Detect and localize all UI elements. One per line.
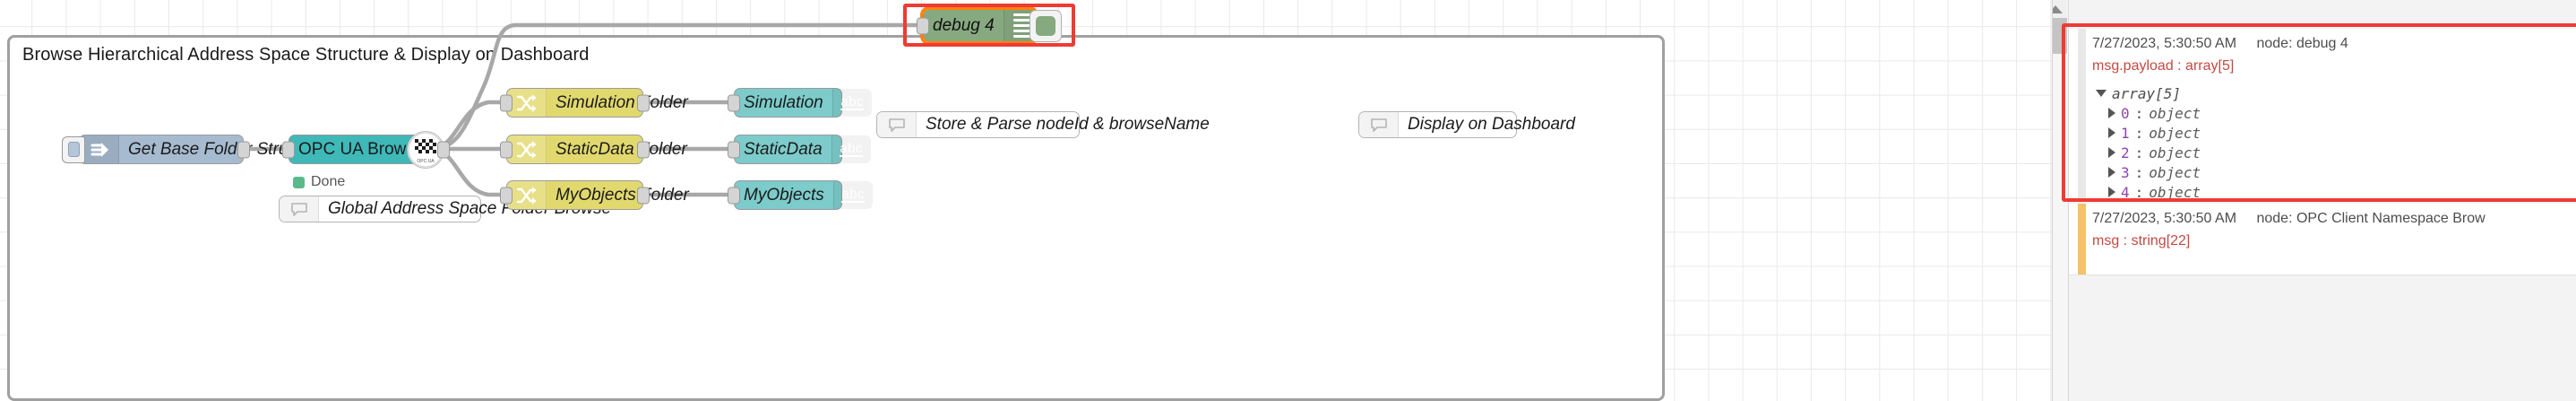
node-change-simulation-input-port[interactable]	[728, 94, 740, 111]
node-debug-4[interactable]: debug 4	[917, 6, 1062, 45]
node-debug-4-label: debug 4	[933, 15, 995, 35]
status-indicator-dot	[293, 176, 305, 188]
debug-message-timestamp: 7/27/2023, 5:30:50 AM	[2092, 36, 2237, 51]
debug-sidebar[interactable]: 7/27/2023, 5:30:50 AM node: debug 4 msg.…	[2052, 0, 2576, 401]
node-inject-output-port[interactable]	[237, 141, 250, 158]
tree-item-row[interactable]: 4: object	[2092, 182, 2568, 202]
node-switch-staticdata-output-port[interactable]	[637, 141, 650, 158]
tree-item-type: object	[2149, 124, 2201, 142]
tree-item-type: object	[2149, 104, 2201, 122]
node-opcua-status: Done	[293, 174, 345, 190]
node-change-staticdata-input-port[interactable]	[728, 141, 740, 158]
debug-message[interactable]: 7/27/2023, 5:30:50 AM node: OPC Client N…	[2069, 204, 2576, 275]
caret-down-icon[interactable]	[2096, 90, 2106, 97]
caret-right-icon[interactable]	[2108, 147, 2115, 158]
node-switch-myobjects-output-port[interactable]	[637, 187, 650, 204]
comment-store-parse-nodeid[interactable]: Store & Parse nodeId & browseName	[876, 111, 1210, 138]
tree-item-row[interactable]: 3: object	[2092, 162, 2568, 182]
switch-icon	[507, 135, 547, 163]
caret-right-icon[interactable]	[2108, 167, 2115, 178]
debug-message-property: msg : string[22]	[2092, 233, 2191, 248]
debug-message-meta: 7/27/2023, 5:30:50 AM node: OPC Client N…	[2092, 211, 2568, 227]
comment-store-parse-label: Store & Parse nodeId & browseName	[926, 115, 1210, 134]
tree-item-index: 3	[2121, 163, 2130, 181]
comment-bubble-icon	[877, 112, 917, 137]
scrollbar-thumb[interactable]	[2053, 18, 2067, 54]
comment-display-on-dashboard[interactable]: Display on Dashboard	[1358, 111, 1575, 138]
node-opcua-input-port[interactable]	[282, 141, 295, 158]
flow-group-title: Browse Hierarchical Address Space Struct…	[22, 45, 590, 65]
inject-trigger-button[interactable]	[62, 135, 85, 163]
scroll-up-arrow-icon[interactable]	[2053, 0, 2067, 18]
node-switch-myobjects-folder[interactable]: MyObjects Folder	[500, 180, 689, 210]
node-change-myobjects-label: MyObjects	[744, 185, 824, 205]
node-switch-simulation-output-port[interactable]	[637, 94, 650, 111]
switch-icon	[507, 89, 547, 117]
tree-root-label: array[5]	[2112, 84, 2182, 102]
node-change-simulation-label: Simulation	[744, 92, 823, 112]
tree-item-type: object	[2149, 163, 2201, 181]
switch-icon	[507, 181, 547, 209]
node-switch-staticdata-input-port[interactable]	[500, 141, 513, 158]
debug-message[interactable]: 7/27/2023, 5:30:50 AM node: debug 4 msg.…	[2069, 29, 2576, 202]
tree-item-row[interactable]: 1: object	[2092, 123, 2568, 143]
tree-root-row[interactable]: array[5]	[2092, 83, 2568, 103]
node-change-staticdata[interactable]: StaticData abc	[728, 135, 871, 164]
node-switch-simulation-label: Simulation Folder	[556, 92, 688, 112]
node-opcua-output-port[interactable]	[437, 141, 450, 158]
node-switch-myobjects-input-port[interactable]	[500, 187, 513, 204]
node-change-myobjects[interactable]: MyObjects abc	[728, 180, 873, 210]
inject-arrow-icon	[80, 135, 119, 163]
comment-bubble-icon	[280, 196, 319, 222]
comment-global-address-space-folder-browse[interactable]: Global Address Space Folder Browse	[279, 196, 611, 222]
node-debug-4-input-port[interactable]	[917, 17, 929, 34]
node-inject-get-base-folder-structure[interactable]: Get Base Folder Structure ¹	[62, 135, 336, 164]
tree-item-index: 0	[2121, 104, 2130, 122]
caret-right-icon[interactable]	[2108, 127, 2115, 138]
sidebar-scrollbar[interactable]	[2053, 0, 2069, 401]
node-switch-simulation-input-port[interactable]	[500, 94, 513, 111]
node-opcua-label: OPC UA Browser	[298, 139, 430, 159]
abc-icon: abc	[831, 135, 871, 163]
tree-item-type: object	[2149, 144, 2201, 161]
debug-message-timestamp: 7/27/2023, 5:30:50 AM	[2092, 211, 2237, 226]
node-change-simulation[interactable]: Simulation abc	[728, 88, 872, 118]
tree-item-index: 1	[2121, 124, 2130, 142]
debug-message-node: node: debug 4	[2256, 36, 2348, 51]
caret-right-icon[interactable]	[2108, 187, 2115, 197]
debug-message-node: node: OPC Client Namespace Brow	[2256, 211, 2486, 226]
caret-right-icon[interactable]	[2108, 108, 2115, 118]
node-opc-ua-browser[interactable]: OPC UA Browser OPC UA Done	[282, 130, 450, 189]
comment-bubble-icon	[1359, 112, 1399, 137]
node-switch-simulation-folder[interactable]: Simulation Folder	[500, 88, 688, 118]
debug-message-source-bar	[2078, 29, 2086, 198]
comment-display-dashboard-label: Display on Dashboard	[1408, 115, 1575, 134]
debug-message-source-bar	[2078, 204, 2086, 275]
svg-text:OPC UA: OPC UA	[417, 159, 435, 164]
abc-icon: abc	[832, 181, 873, 209]
node-change-staticdata-label: StaticData	[744, 139, 823, 159]
debug-message-meta: 7/27/2023, 5:30:50 AM node: debug 4	[2092, 36, 2568, 52]
tree-item-index: 2	[2121, 144, 2130, 161]
node-change-myobjects-input-port[interactable]	[728, 187, 740, 204]
tree-item-row[interactable]: 0: object	[2092, 103, 2568, 123]
tree-item-row[interactable]: 2: object	[2092, 143, 2568, 162]
tree-item-type: object	[2149, 183, 2201, 201]
node-switch-staticdata-label: StaticData Folder	[556, 139, 687, 159]
status-text: Done	[311, 174, 346, 189]
flow-canvas[interactable]: Browse Hierarchical Address Space Struct…	[0, 0, 2052, 401]
debug-enable-toggle-button[interactable]	[1030, 9, 1062, 42]
node-switch-staticdata-folder[interactable]: StaticData Folder	[500, 135, 687, 164]
debug-message-property: msg.payload : array[5]	[2092, 58, 2235, 74]
tree-item-index: 4	[2121, 183, 2130, 201]
abc-icon: abc	[831, 89, 872, 117]
node-switch-myobjects-label: MyObjects Folder	[556, 185, 689, 205]
debug-message-tree[interactable]: array[5] 0: object 1: object 2: object	[2092, 83, 2568, 202]
